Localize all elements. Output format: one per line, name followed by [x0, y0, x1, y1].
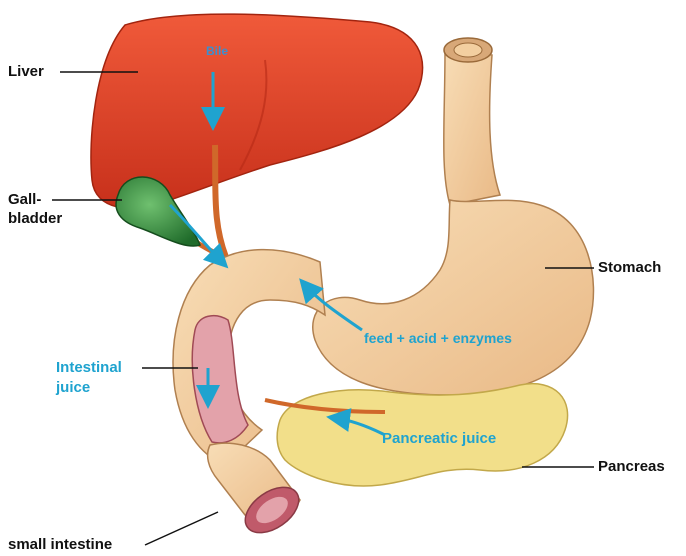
small-intestine-leader-line [145, 512, 218, 545]
stomach-shape [313, 200, 594, 395]
esophagus-lumen [454, 43, 482, 57]
esophagus [444, 50, 500, 205]
liver-label: Liver [8, 63, 44, 81]
pancreas-label: Pancreas [598, 458, 665, 476]
small-intestine-label: small intestine [8, 536, 112, 554]
bile-flow-label: Bile [206, 44, 228, 58]
intestinal-juice-label-line1: Intestinal [56, 359, 122, 377]
gallbladder-label-line2: bladder [8, 210, 62, 228]
stomach-label: Stomach [598, 259, 661, 277]
intestinal-juice-label-line2: juice [56, 379, 90, 397]
gallbladder-label-line1: Gall- [8, 191, 41, 209]
pancreatic-juice-label: Pancreatic juice [382, 430, 496, 447]
stomach-flow-label: feed + acid + enzymes [364, 330, 512, 346]
